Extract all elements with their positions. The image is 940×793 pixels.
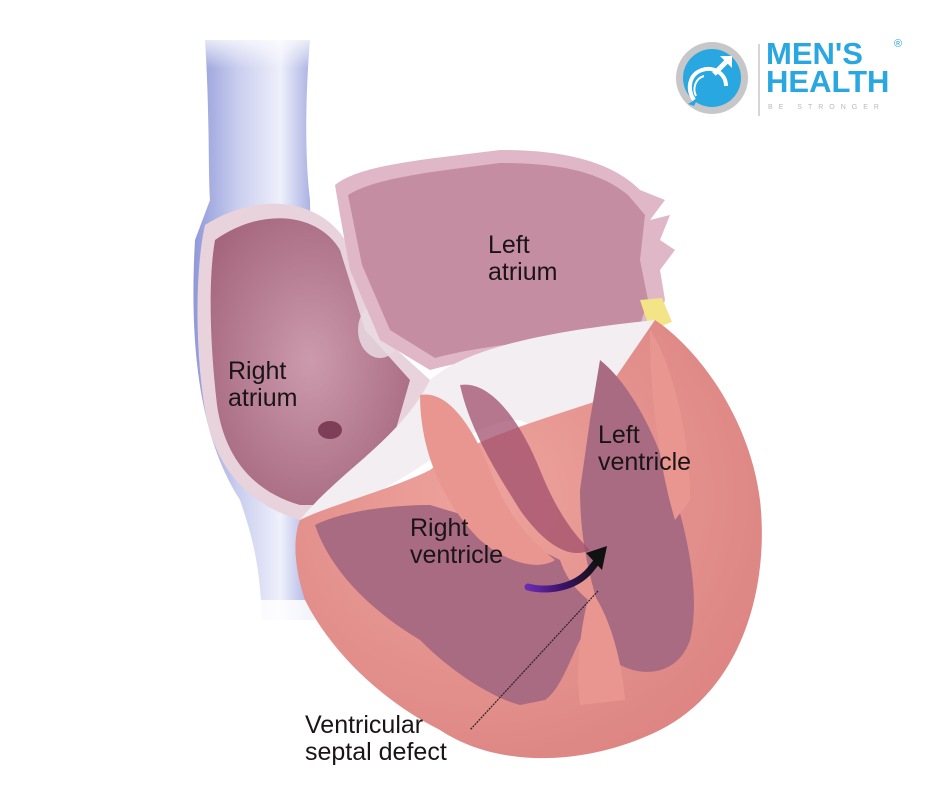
ventricles-region [295,320,762,759]
logo-divider [758,44,760,116]
label-right-ventricle: Right ventricle [410,514,504,569]
registered-mark: ® [894,38,903,50]
label-left-atrium: Left atrium [488,231,558,286]
vsd-leader-line [469,590,599,731]
flow-arrow [524,546,607,593]
left-atrium-region [335,150,675,370]
label-ventricular-septal-defect: Ventricular septal defect [305,711,447,766]
mens-health-logo: MEN'S HEALTH ® BE STRONGER [672,38,912,122]
label-left-ventricle: Left ventricle [598,421,692,476]
label-right-atrium: Right atrium [228,357,298,412]
logo-tagline: BE STRONGER [768,104,885,111]
logo-title: MEN'S HEALTH [766,36,890,99]
male-symbol-chat-bubble-icon [676,42,748,114]
